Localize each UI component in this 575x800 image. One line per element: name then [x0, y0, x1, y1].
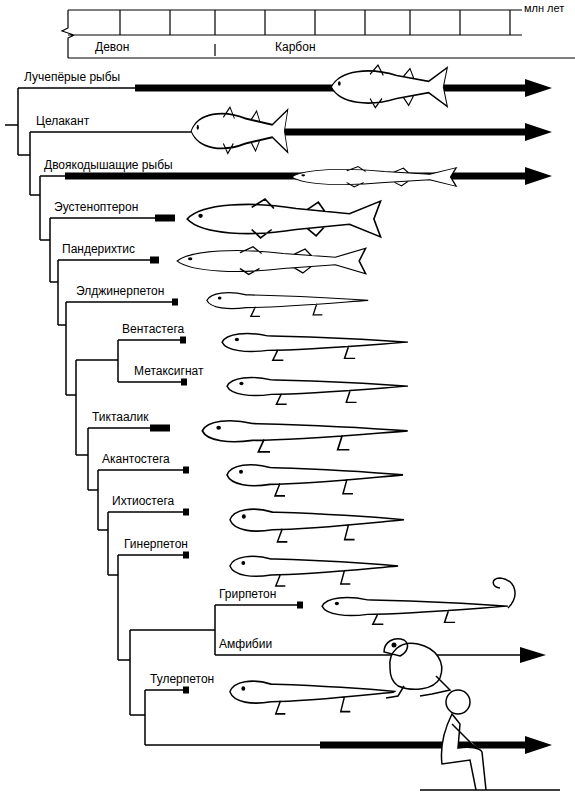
taxon-label: Акантостега	[102, 452, 170, 466]
taxon-label: Метаксигнат	[134, 364, 203, 378]
panderichthys	[177, 247, 366, 275]
taxon-label: Грирпетон	[219, 587, 276, 601]
greererpeton-tail	[493, 578, 515, 608]
human-figure	[420, 714, 560, 790]
taxon-label: Пандерихтис	[62, 242, 135, 256]
taxon-label: Вентастега	[122, 322, 184, 336]
tiktaalik	[202, 421, 407, 452]
tree-lines	[5, 88, 522, 745]
taxon-label: Эустеноптерон	[54, 200, 138, 214]
ventastega	[222, 334, 408, 361]
elginerpeton	[207, 293, 368, 317]
taxon-label: Тиктаалик	[92, 410, 149, 424]
time-range-bars	[65, 85, 525, 749]
taxon-label: Целакант	[36, 114, 89, 128]
taxon-label: Амфибии	[219, 637, 272, 651]
taxon-label: Тулерпетон	[150, 672, 214, 686]
period-label: Девон	[95, 40, 129, 54]
axis-unit: млн лет	[524, 2, 564, 15]
hynerpeton	[230, 556, 398, 586]
coelacanth	[191, 107, 288, 153]
greererpeton	[322, 598, 508, 625]
lungfish	[292, 167, 456, 187]
taxon-label: Ихтиостега	[112, 494, 174, 508]
taxon-label: Элджинерпетон	[76, 284, 164, 298]
period-label: Карбон	[275, 40, 316, 54]
metaxygnathus	[227, 378, 408, 405]
taxon-label: Гинерпетон	[124, 537, 188, 551]
arrowheads	[520, 79, 552, 754]
frog-eye	[392, 643, 397, 648]
taxon-label: Лучепёрые рыбы	[24, 70, 120, 84]
ray-finned-fish	[331, 65, 447, 108]
tulerpeton	[230, 681, 398, 714]
ichthyostega	[230, 509, 404, 542]
eusthenopteron	[187, 199, 380, 238]
human-head	[446, 690, 470, 714]
taxon-label: Двоякодышащие рыбы	[44, 158, 173, 172]
time-scale	[62, 10, 575, 58]
frog	[384, 639, 450, 698]
acanthostega	[227, 465, 403, 496]
